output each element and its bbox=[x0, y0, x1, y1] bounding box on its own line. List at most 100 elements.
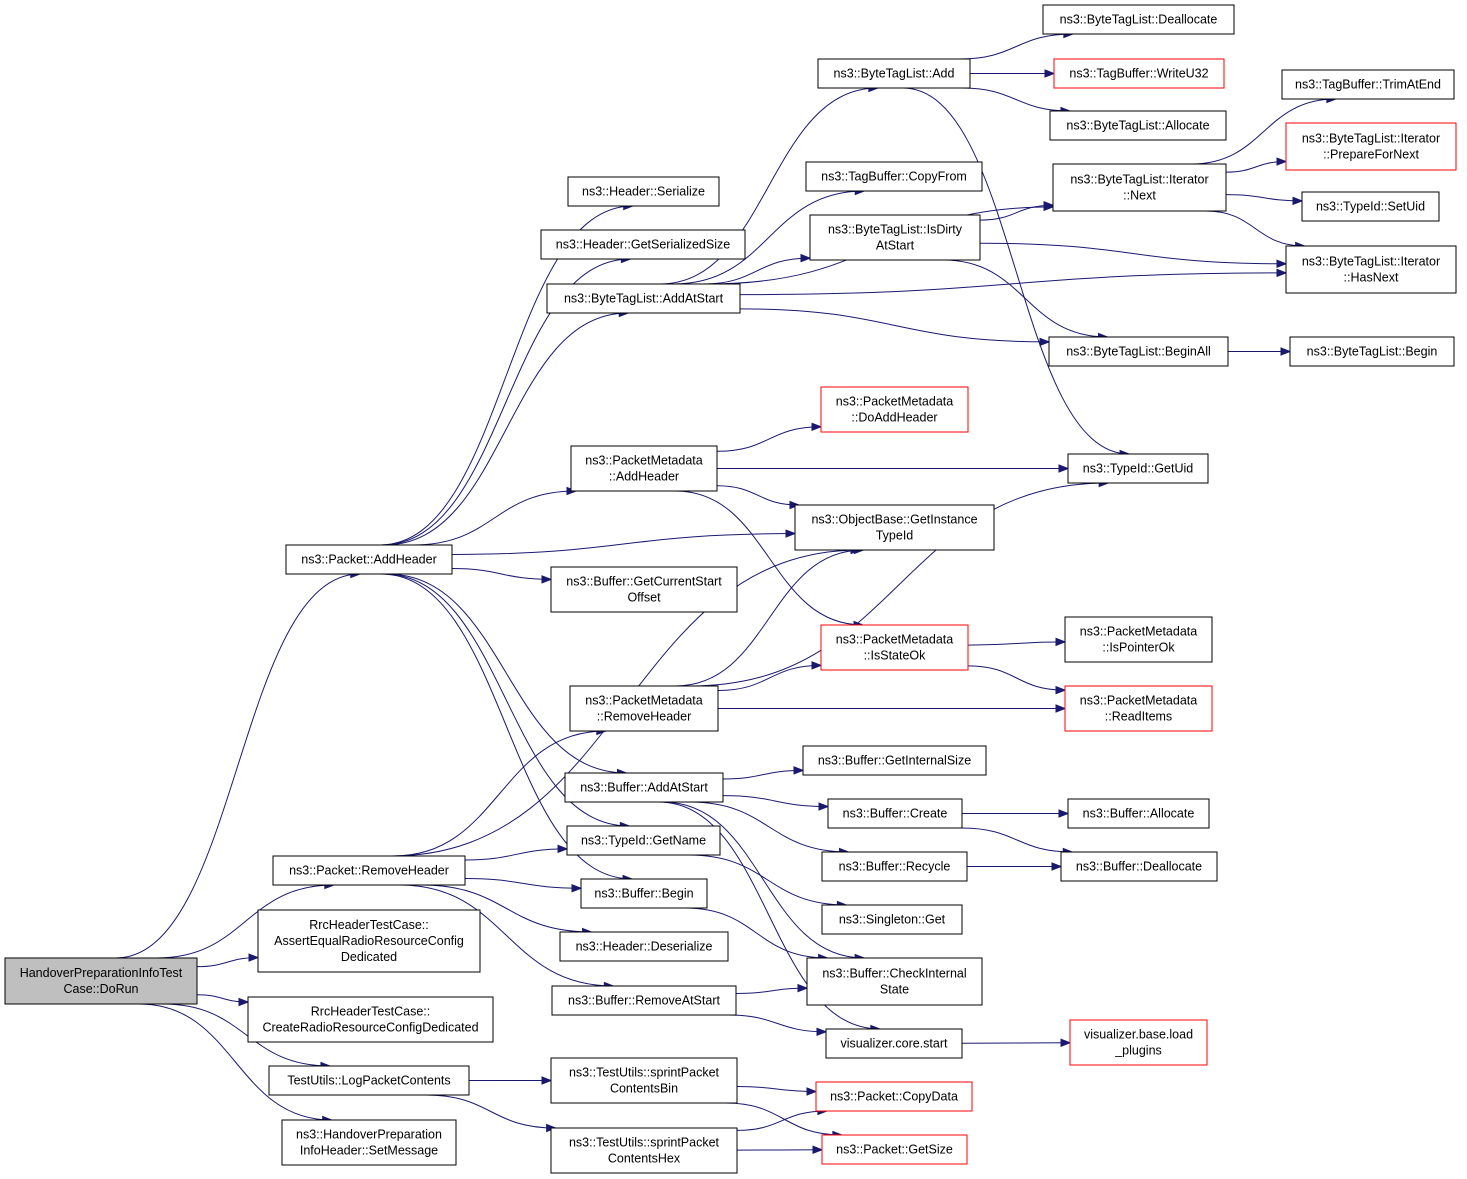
node-btl-alloc[interactable]: ns3::ByteTagList::Allocate bbox=[1049, 110, 1227, 141]
node-box[interactable] bbox=[564, 772, 724, 803]
node-buf-addatstart[interactable]: ns3::Buffer::AddAtStart bbox=[564, 772, 724, 803]
node-tb-trimatend[interactable]: ns3::TagBuffer::TrimAtEnd bbox=[1281, 69, 1455, 100]
node-btl-add[interactable]: ns3::ByteTagList::Add bbox=[817, 58, 971, 89]
node-box[interactable] bbox=[550, 1127, 738, 1174]
node-buf-create[interactable]: ns3::Buffer::Create bbox=[827, 798, 963, 829]
node-buf-getinternal[interactable]: ns3::Buffer::GetInternalSize bbox=[802, 745, 987, 776]
node-box[interactable] bbox=[550, 566, 738, 613]
node-buf-deallocate[interactable]: ns3::Buffer::Deallocate bbox=[1060, 851, 1218, 882]
node-btl-it-next[interactable]: ns3::ByteTagList::Iterator::Next bbox=[1052, 163, 1227, 212]
node-box[interactable] bbox=[1301, 191, 1440, 222]
node-box[interactable] bbox=[1064, 616, 1213, 663]
node-box[interactable] bbox=[546, 283, 741, 314]
node-box[interactable] bbox=[815, 1081, 973, 1112]
node-box[interactable] bbox=[1052, 163, 1227, 212]
node-box[interactable] bbox=[281, 1119, 457, 1166]
node-pm-doaddheader[interactable]: ns3::PacketMetadata::DoAddHeader bbox=[820, 386, 969, 433]
node-pkt-removeheader[interactable]: ns3::Packet::RemoveHeader bbox=[272, 855, 466, 886]
node-buf-recycle[interactable]: ns3::Buffer::Recycle bbox=[821, 851, 968, 882]
node-box[interactable] bbox=[809, 214, 981, 261]
node-btl-begin[interactable]: ns3::ByteTagList::Begin bbox=[1289, 336, 1455, 367]
node-box[interactable] bbox=[580, 878, 708, 909]
node-box[interactable] bbox=[794, 504, 995, 551]
node-viz-base-load[interactable]: visualizer.base.load_plugins bbox=[1069, 1019, 1208, 1066]
node-box[interactable] bbox=[551, 985, 737, 1016]
node-box[interactable] bbox=[567, 176, 720, 207]
node-box[interactable] bbox=[821, 851, 968, 882]
node-btl-it-hasnext[interactable]: ns3::ByteTagList::Iterator::HasNext bbox=[1285, 245, 1457, 294]
node-box[interactable] bbox=[802, 745, 987, 776]
node-btl-beginall[interactable]: ns3::ByteTagList::BeginAll bbox=[1048, 336, 1229, 367]
node-pm-isstateok[interactable]: ns3::PacketMetadata::IsStateOk bbox=[820, 624, 969, 671]
node-rrc-assert[interactable]: RrcHeaderTestCase::AssertEqualRadioResou… bbox=[257, 909, 481, 973]
node-box[interactable] bbox=[827, 798, 963, 829]
node-box[interactable] bbox=[1064, 685, 1213, 732]
node-rrc-create[interactable]: RrcHeaderTestCase::CreateRadioResourceCo… bbox=[247, 996, 494, 1043]
node-box[interactable] bbox=[817, 58, 971, 89]
node-box[interactable] bbox=[820, 624, 969, 671]
node-box[interactable] bbox=[570, 445, 718, 492]
node-pm-readitems[interactable]: ns3::PacketMetadata::ReadItems bbox=[1064, 685, 1213, 732]
node-box[interactable] bbox=[566, 825, 721, 856]
node-box[interactable] bbox=[820, 386, 969, 433]
node-btl-it-prepare[interactable]: ns3::ByteTagList::Iterator::PrepareForNe… bbox=[1285, 122, 1457, 171]
node-buf-allocate[interactable]: ns3::Buffer::Allocate bbox=[1067, 798, 1210, 829]
node-buf-begin[interactable]: ns3::Buffer::Begin bbox=[580, 878, 708, 909]
node-btl-addatstart[interactable]: ns3::ByteTagList::AddAtStart bbox=[546, 283, 741, 314]
node-box[interactable] bbox=[1042, 4, 1235, 35]
node-pm-ispointerok[interactable]: ns3::PacketMetadata::IsPointerOk bbox=[1064, 616, 1213, 663]
node-box[interactable] bbox=[1289, 336, 1455, 367]
node-box[interactable] bbox=[272, 855, 466, 886]
node-box[interactable] bbox=[1049, 110, 1227, 141]
node-box[interactable] bbox=[4, 957, 198, 1005]
node-hpi-setmsg[interactable]: ns3::HandoverPreparationInfoHeader::SetM… bbox=[281, 1119, 457, 1166]
node-tb-writeu32[interactable]: ns3::TagBuffer::WriteU32 bbox=[1053, 58, 1225, 89]
node-box[interactable] bbox=[1067, 453, 1209, 484]
node-box[interactable] bbox=[268, 1065, 470, 1096]
node-pkt-getsize[interactable]: ns3::Packet::GetSize bbox=[821, 1134, 968, 1165]
node-tu-logpkt[interactable]: TestUtils::LogPacketContents bbox=[268, 1065, 470, 1096]
node-box[interactable] bbox=[257, 909, 481, 973]
node-typeid-getname[interactable]: ns3::TypeId::GetName bbox=[566, 825, 721, 856]
node-box[interactable] bbox=[1281, 69, 1455, 100]
node-btl-dealloc[interactable]: ns3::ByteTagList::Deallocate bbox=[1042, 4, 1235, 35]
node-box[interactable] bbox=[825, 1028, 963, 1059]
node-tb-copyfrom[interactable]: ns3::TagBuffer::CopyFrom bbox=[805, 161, 983, 192]
node-box[interactable] bbox=[806, 957, 983, 1006]
node-singleton-get[interactable]: ns3::Singleton::Get bbox=[821, 904, 963, 935]
node-hdr-serialize[interactable]: ns3::Header::Serialize bbox=[567, 176, 720, 207]
node-hdr-deserialize[interactable]: ns3::Header::Deserialize bbox=[559, 931, 729, 962]
node-box[interactable] bbox=[1048, 336, 1229, 367]
node-box[interactable] bbox=[1285, 122, 1457, 171]
node-box[interactable] bbox=[1067, 798, 1210, 829]
node-box[interactable] bbox=[1069, 1019, 1208, 1066]
node-box[interactable] bbox=[550, 1057, 738, 1104]
node-box[interactable] bbox=[569, 685, 719, 732]
node-viz-core-start[interactable]: visualizer.core.start bbox=[825, 1028, 963, 1059]
node-pkt-copydata[interactable]: ns3::Packet::CopyData bbox=[815, 1081, 973, 1112]
node-box[interactable] bbox=[1053, 58, 1225, 89]
node-box[interactable] bbox=[805, 161, 983, 192]
node-hdr-getsize[interactable]: ns3::Header::GetSerializedSize bbox=[540, 229, 746, 260]
node-typeid-setuid[interactable]: ns3::TypeId::SetUid bbox=[1301, 191, 1440, 222]
node-box[interactable] bbox=[540, 229, 746, 260]
node-pm-removeheader[interactable]: ns3::PacketMetadata::RemoveHeader bbox=[569, 685, 719, 732]
node-box[interactable] bbox=[247, 996, 494, 1043]
node-box[interactable] bbox=[821, 1134, 968, 1165]
node-buf-removeatstart[interactable]: ns3::Buffer::RemoveAtStart bbox=[551, 985, 737, 1016]
node-box[interactable] bbox=[1060, 851, 1218, 882]
node-typeid-getuid[interactable]: ns3::TypeId::GetUid bbox=[1067, 453, 1209, 484]
node-box[interactable] bbox=[821, 904, 963, 935]
node-box[interactable] bbox=[1285, 245, 1457, 294]
node-pm-addheader[interactable]: ns3::PacketMetadata::AddHeader bbox=[570, 445, 718, 492]
node-box[interactable] bbox=[285, 544, 453, 575]
node-box[interactable] bbox=[559, 931, 729, 962]
node-pkt-addheader[interactable]: ns3::Packet::AddHeader bbox=[285, 544, 453, 575]
